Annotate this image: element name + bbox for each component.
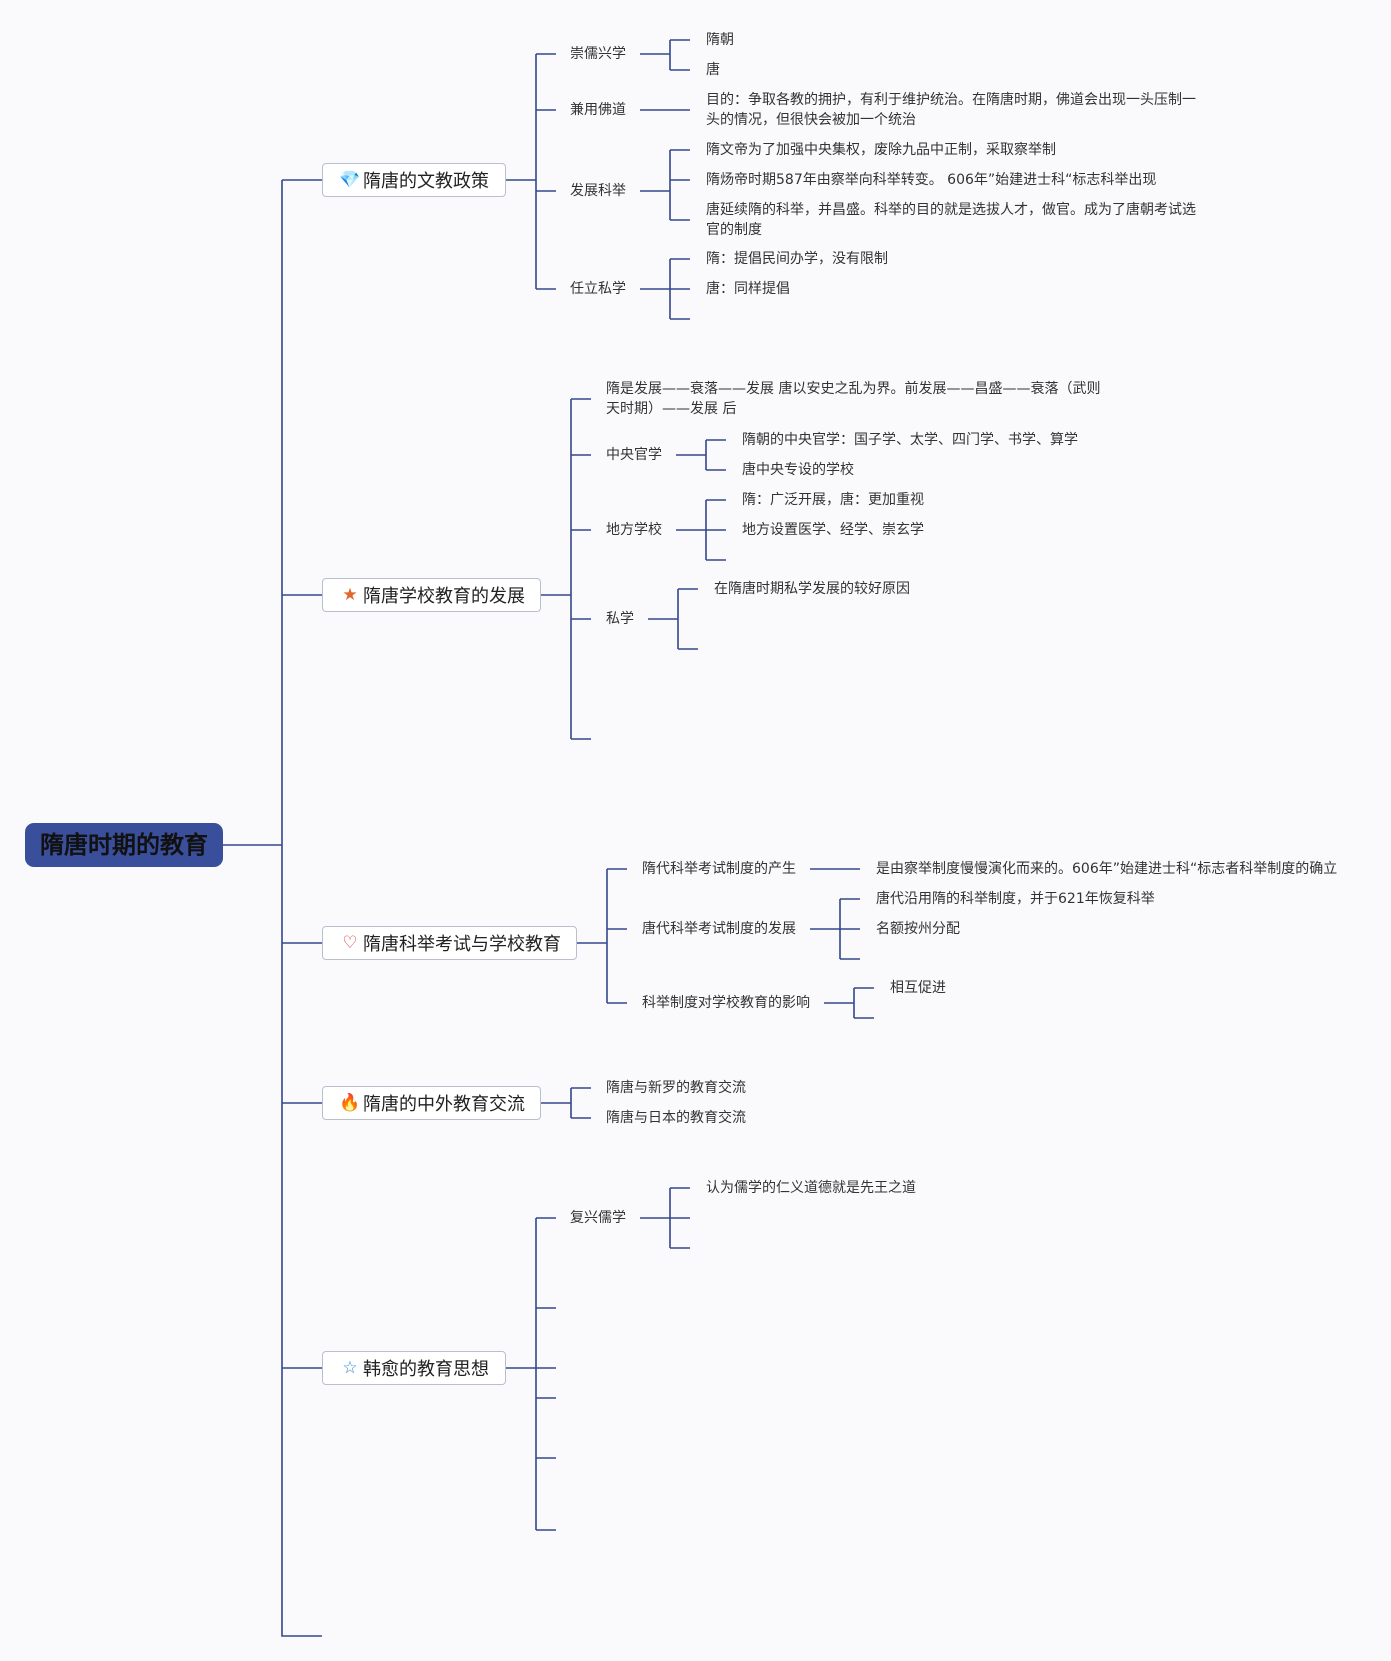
subtopic[interactable]: 隋唐与日本的教育交流 — [606, 1110, 746, 1126]
leaf-item[interactable]: 地方设置医学、经学、崇玄学 — [742, 522, 924, 538]
subtopic[interactable]: 唐代科举考试制度的发展 — [642, 921, 796, 937]
topic-han-yu[interactable]: ☆ 韩愈的教育思想 — [322, 1351, 506, 1385]
leaf-item[interactable]: 隋：广泛开展，唐：更加重视 — [742, 492, 924, 508]
leaf-item[interactable]: 隋：提倡民间办学，没有限制 — [706, 251, 888, 267]
subtopic[interactable]: 兼用佛道 — [570, 102, 626, 118]
leaf-item[interactable]: 唐延续隋的科举，并昌盛。科举的目的就是选拔人才，做官。成为了唐朝考试选官的制度 — [706, 202, 1196, 238]
subtopic[interactable]: 地方学校 — [606, 522, 662, 538]
leaf-item[interactable]: 唐：同样提倡 — [706, 281, 790, 297]
leaf-item[interactable]: 唐中央专设的学校 — [742, 462, 854, 478]
leaf-item[interactable]: 目的：争取各教的拥护，有利于维护统治。在隋唐时期，佛道会出现一头压制一头的情况，… — [706, 92, 1196, 128]
subtopic[interactable]: 隋唐与新罗的教育交流 — [606, 1080, 746, 1096]
leaf-item[interactable]: 唐 — [706, 62, 720, 78]
leaf-item[interactable]: 唐代沿用隋的科举制度，并于621年恢复科举 — [876, 891, 1155, 907]
topic-label: 韩愈的教育思想 — [363, 1359, 489, 1380]
leaf-item[interactable]: 隋朝 — [706, 32, 734, 48]
star-outline-icon: ☆ — [342, 1358, 358, 1378]
leaf-item[interactable]: 隋朝的中央官学：国子学、太学、四门学、书学、算学 — [742, 432, 1078, 448]
diamond-icon: 💎 — [339, 170, 361, 190]
heart-icon: ♡ — [342, 933, 358, 953]
topic-school-development[interactable]: ★ 隋唐学校教育的发展 — [322, 578, 541, 612]
root-topic[interactable]: 隋唐时期的教育 — [25, 823, 223, 867]
subtopic[interactable]: 私学 — [606, 611, 634, 627]
leaf-item[interactable]: 在隋唐时期私学发展的较好原因 — [714, 581, 910, 597]
topic-policy[interactable]: 💎 隋唐的文教政策 — [322, 163, 506, 197]
subtopic[interactable]: 隋代科举考试制度的产生 — [642, 861, 796, 877]
leaf-item[interactable]: 认为儒学的仁义道德就是先王之道 — [706, 1180, 916, 1196]
leaf-item[interactable]: 隋文帝为了加强中央集权，废除九品中正制，采取察举制 — [706, 142, 1056, 158]
subtopic[interactable]: 复兴儒学 — [570, 1210, 626, 1226]
subtopic[interactable]: 中央官学 — [606, 447, 662, 463]
topic-label: 隋唐学校教育的发展 — [363, 586, 525, 607]
root-topic-label: 隋唐时期的教育 — [40, 831, 208, 859]
subtopic[interactable]: 任立私学 — [570, 281, 626, 297]
fire-icon: 🔥 — [339, 1093, 361, 1113]
subtopic[interactable]: 发展科举 — [570, 183, 626, 199]
topic-label: 隋唐的中外教育交流 — [363, 1094, 525, 1115]
subtopic[interactable]: 科举制度对学校教育的影响 — [642, 995, 810, 1011]
topic-label: 隋唐的文教政策 — [363, 171, 489, 192]
star-filled-icon: ★ — [342, 585, 358, 605]
leaf-item[interactable]: 是由察举制度慢慢演化而来的。606年”始建进士科“标志者科举制度的确立 — [876, 861, 1338, 877]
subtopic[interactable]: 崇儒兴学 — [570, 46, 626, 62]
leaf-item[interactable]: 名额按州分配 — [876, 921, 960, 937]
subtopic[interactable]: 隋是发展——衰落——发展 唐以安史之乱为界。前发展——昌盛——衰落（武则天时期）… — [606, 381, 1101, 417]
topic-foreign-exchange[interactable]: 🔥 隋唐的中外教育交流 — [322, 1086, 541, 1120]
leaf-item[interactable]: 隋炀帝时期587年由察举向科举转变。 606年”始建进士科“标志科举出现 — [706, 172, 1157, 188]
topic-label: 隋唐科举考试与学校教育 — [363, 934, 561, 955]
leaf-item[interactable]: 相互促进 — [890, 980, 946, 996]
topic-imperial-exam[interactable]: ♡ 隋唐科举考试与学校教育 — [322, 926, 577, 960]
